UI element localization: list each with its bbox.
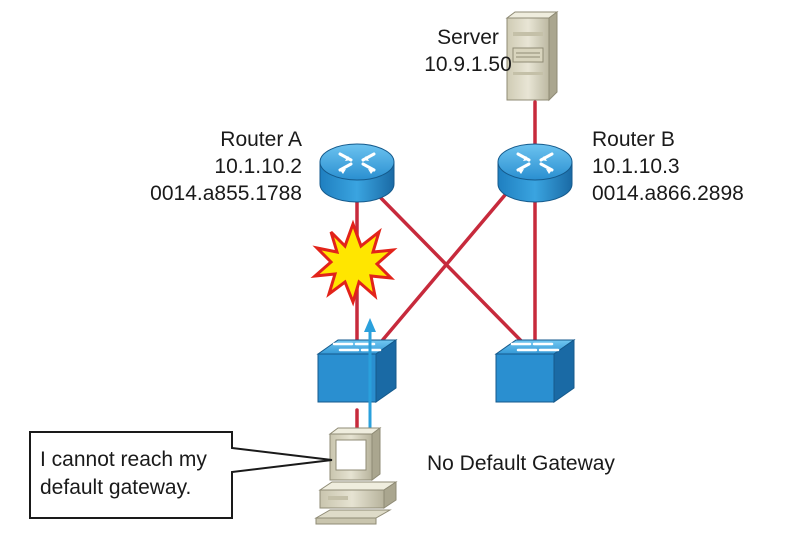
- callout-line-1: I cannot reach my: [40, 448, 207, 471]
- router-b-ip: 10.1.10.3: [592, 155, 680, 178]
- callout-text: I cannot reach my default gateway.: [40, 446, 207, 502]
- router-a-name: Router A: [220, 128, 302, 151]
- server-icon: [505, 11, 559, 102]
- link-router-b-switch-left: [368, 193, 507, 357]
- switch-right-icon: [494, 339, 576, 403]
- router-a-label: Router A 10.1.10.2 0014.a855.1788: [130, 126, 302, 207]
- router-b-label: Router B 10.1.10.3 0014.a866.2898: [592, 126, 772, 207]
- traffic-arrow-icon: [364, 318, 376, 435]
- router-b-mac: 0014.a866.2898: [592, 182, 744, 205]
- router-a-icon: [319, 143, 395, 203]
- server-name: Server: [437, 26, 499, 49]
- server-label: Server 10.9.1.50: [418, 24, 518, 78]
- links: [355, 100, 537, 437]
- pc-icon: [314, 427, 398, 525]
- router-b-icon: [497, 143, 573, 203]
- router-a-ip: 10.1.10.2: [214, 155, 302, 178]
- speech-callout: [29, 431, 333, 519]
- link-router-a-switch-right: [373, 190, 537, 357]
- callout-line-2: default gateway.: [40, 476, 192, 499]
- server-ip: 10.9.1.50: [424, 53, 512, 76]
- router-a-mac: 0014.a855.1788: [150, 182, 302, 205]
- status-label: No Default Gateway: [427, 452, 615, 475]
- router-b-name: Router B: [592, 128, 675, 151]
- link-failure-burst-icon: [310, 219, 398, 307]
- switch-left-icon: [316, 339, 398, 403]
